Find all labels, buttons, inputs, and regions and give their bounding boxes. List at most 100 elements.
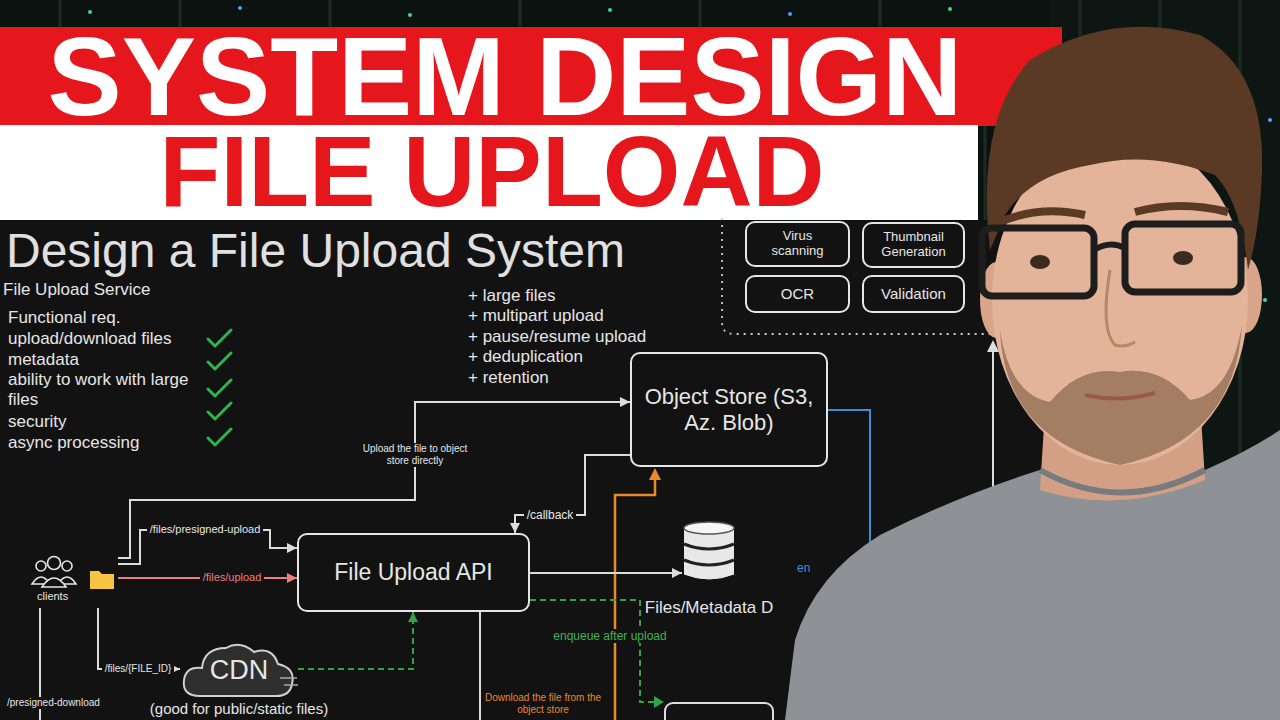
note-text: Download the file from the object store	[482, 692, 604, 716]
arrow-head	[654, 696, 664, 708]
box-label: Thumbnail Generation	[872, 230, 955, 260]
process-box: Validation	[862, 275, 965, 313]
connector-line	[98, 608, 180, 669]
edge-label: Upload the file to object store directly	[350, 443, 481, 467]
cloud-label: CDN	[210, 656, 269, 686]
collar	[1040, 470, 1205, 493]
process-box: OCR	[745, 275, 850, 313]
shirt	[785, 430, 1280, 720]
checkmarks	[208, 330, 231, 445]
cylinder-band	[684, 544, 734, 549]
note-text: Functional req.	[8, 308, 120, 328]
note-text: + multipart upload	[468, 306, 604, 326]
process-box: Virus scanning	[745, 221, 850, 267]
clients-node: clients	[28, 552, 118, 608]
note-text: upload/download files	[8, 329, 172, 349]
eyebrow	[1000, 211, 1085, 222]
connector-line	[515, 455, 630, 533]
banner-heading: SYSTEM DESIGN	[48, 21, 963, 132]
box-label: Object Store (S3, Az. Blob)	[640, 384, 818, 435]
connector-line	[530, 572, 682, 574]
nose	[1106, 270, 1135, 346]
event-wire	[828, 410, 870, 560]
queue-wire	[530, 600, 656, 702]
process-box: Thumbnail Generation	[862, 222, 965, 268]
people-icon	[48, 557, 61, 570]
edge-label: /files/{FILE_ID}	[102, 663, 175, 675]
connector-line	[298, 612, 413, 669]
database-cylinder	[682, 520, 736, 582]
connector	[98, 608, 180, 674]
checkmark	[208, 380, 231, 396]
arrow-head	[649, 468, 661, 480]
glasses-lens	[1125, 224, 1241, 292]
database-label: Files/Metadata D	[645, 598, 774, 618]
eye	[1173, 251, 1193, 265]
arrow-head	[620, 397, 630, 407]
note-text: + large files	[468, 286, 555, 306]
glasses-lens	[982, 228, 1094, 296]
note-text: en	[797, 561, 810, 575]
cylinder-bottom	[684, 574, 734, 579]
note-text: ability to work with large files	[8, 370, 198, 411]
eyebrow	[1135, 206, 1228, 212]
rack-lines	[984, 125, 987, 220]
checkmark	[208, 403, 231, 419]
cylinder-top	[684, 522, 734, 534]
speed-lines	[280, 678, 298, 685]
note-text: async processing	[8, 433, 139, 453]
people-icon	[36, 561, 46, 571]
eye	[1030, 255, 1050, 269]
note-text: enqueue after upload	[550, 629, 669, 643]
checkmark	[208, 429, 231, 445]
people-icon	[62, 561, 72, 571]
checkmark	[208, 330, 231, 346]
note-text: /presigned-download	[4, 697, 103, 709]
server-lights	[788, 12, 792, 16]
box-label: OCR	[781, 285, 814, 302]
server-lights	[1263, 298, 1267, 302]
connector	[510, 455, 630, 533]
arrow-head	[287, 573, 297, 583]
cloud-caption: (good for public/static files)	[150, 701, 328, 718]
process-box: File Upload API	[297, 533, 530, 612]
server-lights	[238, 6, 242, 10]
cylinder-band	[684, 560, 734, 565]
box-label: File Upload API	[334, 559, 493, 585]
people-icon	[42, 578, 66, 587]
people-icon	[32, 557, 76, 588]
box-label: Virus scanning	[755, 229, 840, 259]
box-label: Validation	[881, 285, 946, 302]
edge-label: /callback	[524, 508, 577, 522]
wire	[479, 612, 481, 720]
clients-label: clients	[37, 590, 68, 603]
server-lights	[408, 13, 412, 17]
glasses-bridge	[1094, 244, 1125, 250]
arrow-head	[672, 568, 682, 578]
banner-heading: FILE UPLOAD	[160, 122, 825, 222]
edge-label: /files/presigned-upload	[147, 523, 264, 536]
note-text: File Upload Service	[3, 280, 150, 300]
connector	[298, 612, 418, 669]
folder-icon	[90, 571, 114, 589]
arrow-head	[408, 612, 418, 622]
diagram-title: Design a File Upload System	[6, 222, 625, 280]
cylinder-body	[684, 528, 734, 574]
arrow-head	[510, 523, 520, 533]
server-lights	[948, 7, 952, 11]
server-lights	[1268, 118, 1272, 122]
connector	[530, 568, 682, 578]
database-node: Files/Metadata D	[682, 520, 736, 582]
arrow-head	[287, 543, 297, 553]
mouth	[1085, 393, 1155, 399]
note-text: + pause/resume upload	[468, 327, 646, 347]
server-lights	[88, 10, 92, 14]
cut-off-box	[665, 703, 773, 720]
cdn-cloud: CDN(good for public/static files)	[180, 638, 298, 700]
server-lights	[608, 8, 612, 12]
note-text: security	[8, 412, 67, 432]
cloud-outline	[184, 645, 293, 696]
